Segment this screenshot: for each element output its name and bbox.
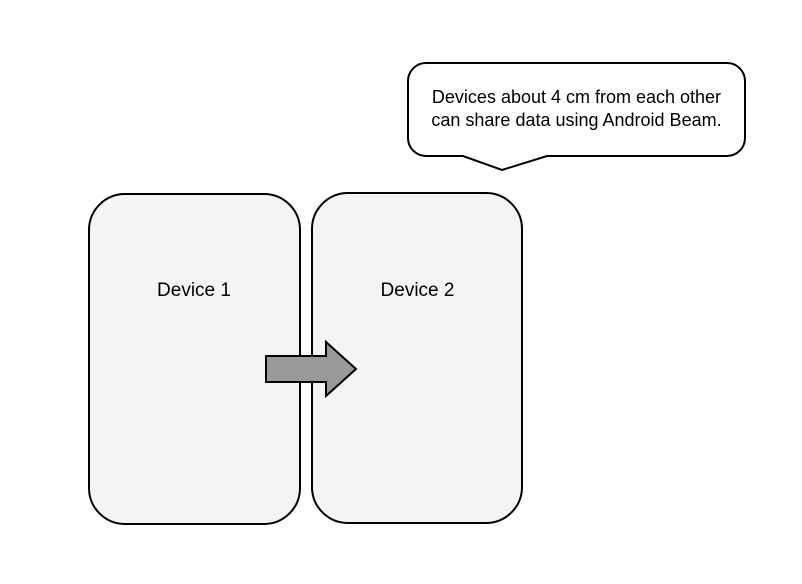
callout-text-line1: Devices about 4 cm from each other bbox=[431, 87, 722, 107]
device-1-label: Device 1 bbox=[157, 280, 231, 301]
callout-text-line2: can share data using Android Beam. bbox=[431, 110, 722, 130]
right-arrow-icon bbox=[265, 339, 358, 399]
callout-bubble bbox=[407, 62, 746, 172]
device-2-label: Device 2 bbox=[380, 280, 455, 301]
callout-text: Devices about 4 cm from each other can s… bbox=[408, 86, 745, 132]
